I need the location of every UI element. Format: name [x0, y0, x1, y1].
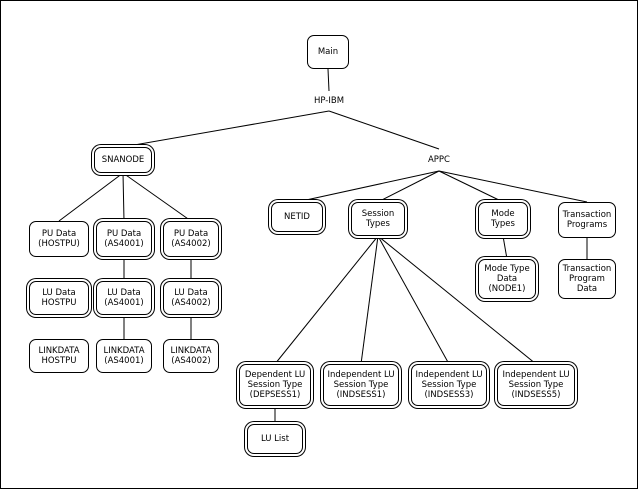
- connector-snanode-pu-as4001: [122, 172, 125, 222]
- node-appc[interactable]: APPC: [427, 155, 450, 165]
- node-lu-as4002[interactable]: LU Data (AS4002): [163, 281, 219, 315]
- node-dependent-lu[interactable]: Dependent LU Session Type (DEPSESS1): [239, 364, 311, 406]
- connector-appc-netid: [296, 170, 440, 203]
- connector-mode-types-mode-type-data: [502, 235, 508, 260]
- node-independent-lu-1[interactable]: Independent LU Session Type (INDSESS1): [323, 364, 399, 406]
- node-session-types[interactable]: Session Types: [351, 202, 405, 236]
- node-snanode[interactable]: SNANODE: [94, 147, 152, 173]
- connector-session-types-dep-lu: [274, 235, 379, 365]
- connector-appc-transaction-programs: [438, 170, 588, 203]
- node-transaction-program-data[interactable]: Transaction Program Data: [558, 259, 616, 299]
- node-lu-list[interactable]: LU List: [247, 424, 303, 454]
- node-mode-types[interactable]: Mode Types: [478, 202, 528, 236]
- connector-session-types-indep-lu-1: [360, 235, 379, 365]
- node-lu-hostpu[interactable]: LU Data HOSTPU: [29, 281, 89, 315]
- connector-snanode-pu-as4002: [122, 172, 192, 222]
- node-transaction-programs[interactable]: Transaction Programs: [558, 202, 616, 238]
- node-linkdata-hostpu[interactable]: LINKDATA HOSTPU: [29, 339, 89, 373]
- node-linkdata-as4001[interactable]: LINKDATA (AS4001): [96, 339, 152, 373]
- connector-session-types-indep-lu-5: [377, 235, 537, 365]
- node-hp-ibm[interactable]: HP-IBM: [313, 96, 345, 106]
- connector-session-types-indep-lu-3: [377, 235, 450, 365]
- node-pu-as4002[interactable]: PU Data (AS4002): [163, 221, 219, 257]
- connector-hp-ibm-snanode: [122, 110, 330, 148]
- connector-hp-ibm-appc: [328, 110, 440, 150]
- connector-appc-mode-types: [438, 170, 504, 203]
- node-independent-lu-5[interactable]: Independent LU Session Type (INDSESS5): [497, 364, 575, 406]
- node-mode-type-data[interactable]: Mode Type Data (NODE1): [478, 259, 536, 299]
- connector-snanode-pu-hostpu: [58, 172, 124, 222]
- node-main[interactable]: Main: [307, 35, 349, 69]
- node-independent-lu-3[interactable]: Independent LU Session Type (INDSESS3): [411, 364, 487, 406]
- node-pu-as4001[interactable]: PU Data (AS4001): [96, 221, 152, 257]
- node-netid[interactable]: NETID: [271, 202, 323, 232]
- node-linkdata-as4002[interactable]: LINKDATA (AS4002): [163, 339, 219, 373]
- connector-appc-session-types: [377, 170, 440, 203]
- connector-main-hp-ibm: [327, 68, 330, 92]
- node-lu-as4001[interactable]: LU Data (AS4001): [96, 281, 152, 315]
- node-pu-hostpu[interactable]: PU Data (HOSTPU): [29, 221, 89, 257]
